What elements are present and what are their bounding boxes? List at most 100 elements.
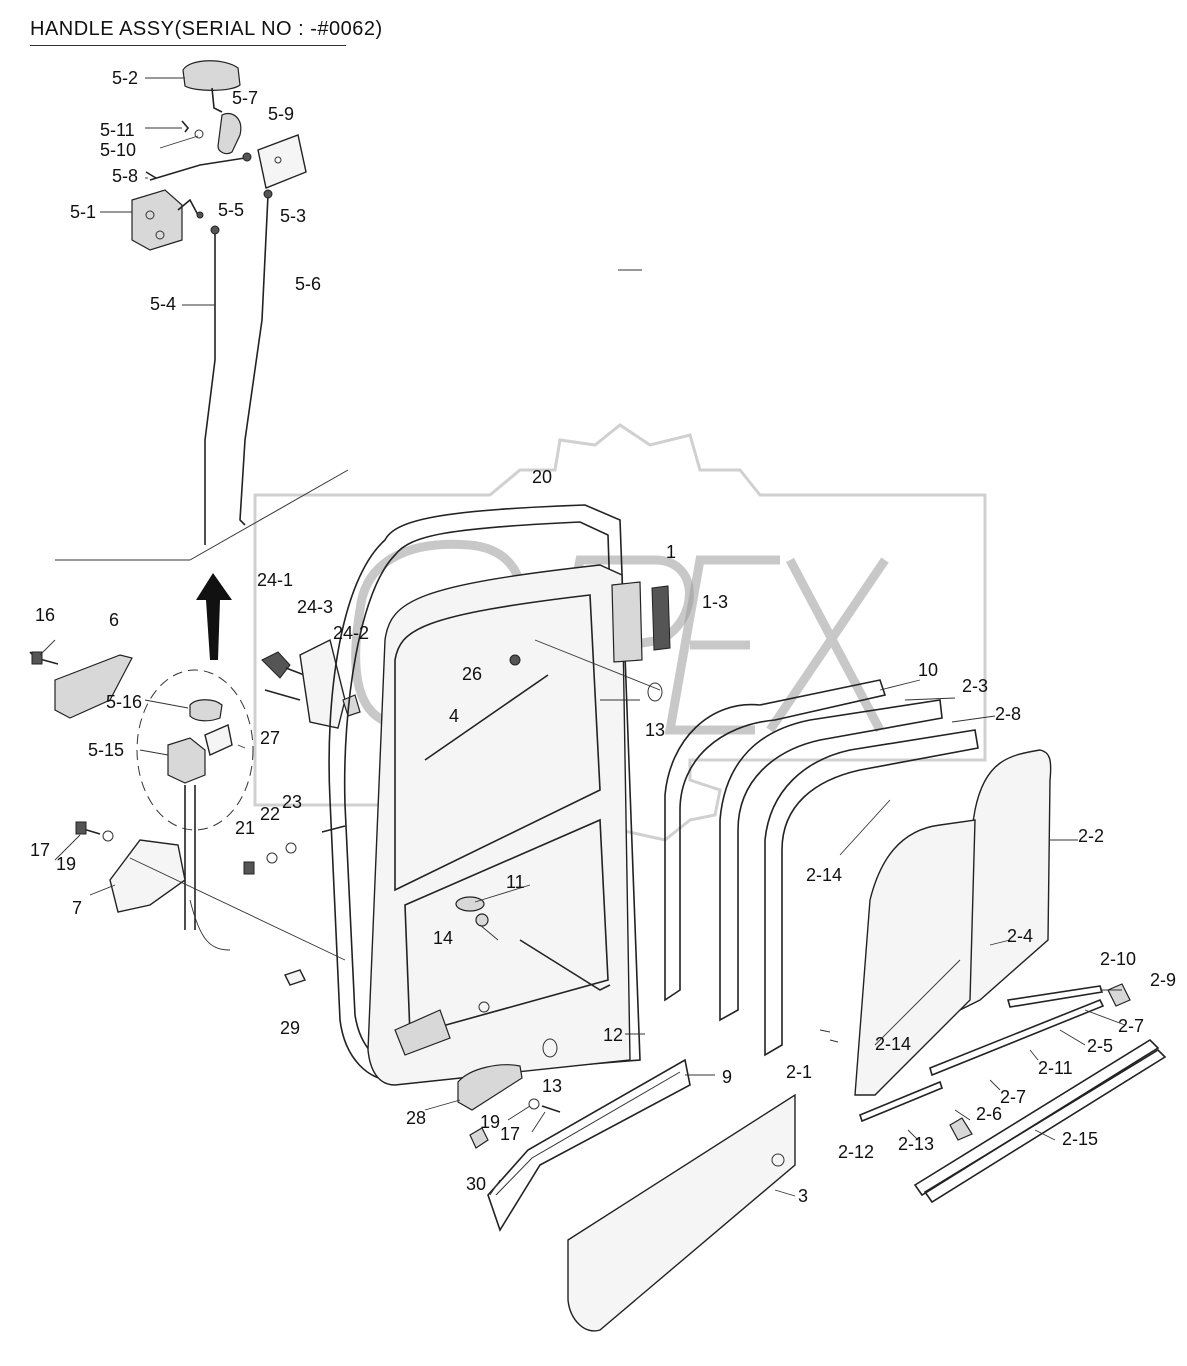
label-30: 30 xyxy=(466,1174,486,1194)
door-frame-group xyxy=(129,504,671,1086)
door-grip-recess xyxy=(394,1009,451,1056)
hinge-pin-1-3 xyxy=(651,585,671,651)
glass-2-1 xyxy=(854,819,976,1096)
watermark-logo xyxy=(253,423,987,842)
frame-2-3 xyxy=(719,699,943,1022)
label-5-1: 5-1 xyxy=(70,202,96,222)
bolt-17b xyxy=(541,1105,561,1113)
leader-lines xyxy=(39,77,1126,1197)
rod-4 xyxy=(424,674,549,761)
label-2-8: 2-8 xyxy=(995,704,1021,724)
label-12: 12 xyxy=(603,1025,623,1045)
lock-lever-5-5 xyxy=(177,198,199,216)
rail-2-10 xyxy=(1006,985,1104,1008)
label-5-7: 5-7 xyxy=(232,88,258,108)
label-9: 9 xyxy=(722,1067,732,1087)
label-2-10: 2-10 xyxy=(1100,949,1136,969)
latch-29 xyxy=(284,969,306,986)
label-23: 23 xyxy=(282,792,302,812)
label-24-1: 24-1 xyxy=(257,570,293,590)
label-7: 7 xyxy=(72,898,82,918)
leader-7 xyxy=(189,899,231,951)
label-5-3: 5-3 xyxy=(280,206,306,226)
label-19b: 19 xyxy=(480,1112,500,1132)
door-window-opening xyxy=(394,594,601,892)
label-13a: 13 xyxy=(645,720,665,740)
label-5-16: 5-16 xyxy=(106,692,142,712)
seal-9 xyxy=(487,1058,691,1232)
label-2-2: 2-2 xyxy=(1078,826,1104,846)
handle-11 xyxy=(455,896,485,912)
left-parts-group xyxy=(29,651,231,951)
label-26: 26 xyxy=(462,664,482,684)
label-2-1: 2-1 xyxy=(786,1062,812,1082)
label-5-6: 5-6 xyxy=(295,274,321,294)
cap-2-6 xyxy=(949,1117,973,1141)
pin-5-5 xyxy=(196,211,204,219)
title-underline xyxy=(30,45,346,46)
washer-23 xyxy=(285,842,297,854)
glass-3-hole xyxy=(771,1153,785,1167)
label-22: 22 xyxy=(260,804,280,824)
rod-end-5-3 xyxy=(263,189,273,199)
washer-19b xyxy=(528,1098,540,1110)
label-16: 16 xyxy=(35,605,55,625)
washer-22 xyxy=(266,852,278,864)
grip-28 xyxy=(457,1064,523,1111)
label-2-3: 2-3 xyxy=(962,676,988,696)
lock-body-5-15 xyxy=(167,737,206,784)
label-5-10: 5-10 xyxy=(100,140,136,160)
label-2-14b: 2-14 xyxy=(875,1034,911,1054)
label-2-13: 2-13 xyxy=(898,1134,934,1154)
screw-27 xyxy=(264,689,301,701)
rail-2-11 xyxy=(929,998,1105,1077)
lock-hole-a xyxy=(145,210,155,220)
label-2-4: 2-4 xyxy=(1007,926,1033,946)
bracket-5-15 xyxy=(204,724,233,756)
label-11: 11 xyxy=(506,872,525,892)
label-24-2: 24-2 xyxy=(333,623,369,643)
bolt-head-16 xyxy=(31,651,43,665)
frame-2-8 xyxy=(764,729,979,1057)
label-19a: 19 xyxy=(56,854,76,874)
knob-24-1 xyxy=(261,651,291,679)
label-4: 4 xyxy=(449,706,459,726)
grommet-13 xyxy=(478,1001,490,1013)
rod-12 xyxy=(519,939,611,991)
bracket-24-group xyxy=(261,638,361,729)
label-2-7a: 2-7 xyxy=(1118,1016,1144,1036)
label-28: 28 xyxy=(406,1108,426,1128)
door-panel xyxy=(367,564,631,1086)
handle-cover-5-2 xyxy=(182,60,241,91)
label-10: 10 xyxy=(918,660,938,680)
label-29: 29 xyxy=(280,1018,300,1038)
label-5-5: 5-5 xyxy=(218,200,244,220)
plate-hole xyxy=(274,156,282,164)
cap-30 xyxy=(469,1127,489,1149)
label-2-11: 2-11 xyxy=(1038,1058,1073,1078)
diagram-title: HANDLE ASSY(SERIAL NO : -#0062) xyxy=(30,18,383,40)
label-17b: 17 xyxy=(500,1124,520,1144)
label-13b: 13 xyxy=(542,1076,562,1096)
rail-2-15-b xyxy=(923,1048,1167,1204)
plate-7 xyxy=(109,839,186,913)
glass-3 xyxy=(567,1093,796,1332)
plug-13 xyxy=(647,682,663,702)
lock-hole-b xyxy=(155,230,165,240)
label-5-4: 5-4 xyxy=(150,294,176,314)
label-2-9: 2-9 xyxy=(1150,970,1176,990)
label-1-3: 1-3 xyxy=(702,592,728,612)
bolt-21 xyxy=(243,861,255,875)
bolt-head-17 xyxy=(75,821,87,835)
up-arrow xyxy=(196,573,232,660)
part-labels: 5-2 5-7 5-9 5-11 5-10 5-8 5-1 5-5 5-3 5-… xyxy=(30,68,1176,1206)
label-24-3: 24-3 xyxy=(297,597,333,617)
handle-lever-5-10 xyxy=(217,113,242,155)
rod-end-5-9 xyxy=(242,152,252,162)
label-6: 6 xyxy=(109,610,119,630)
leader-door-seal xyxy=(129,857,346,961)
label-5-9: 5-9 xyxy=(268,104,294,124)
rod-end-5-4 xyxy=(210,225,220,235)
label-2-7b: 2-7 xyxy=(1000,1087,1026,1107)
